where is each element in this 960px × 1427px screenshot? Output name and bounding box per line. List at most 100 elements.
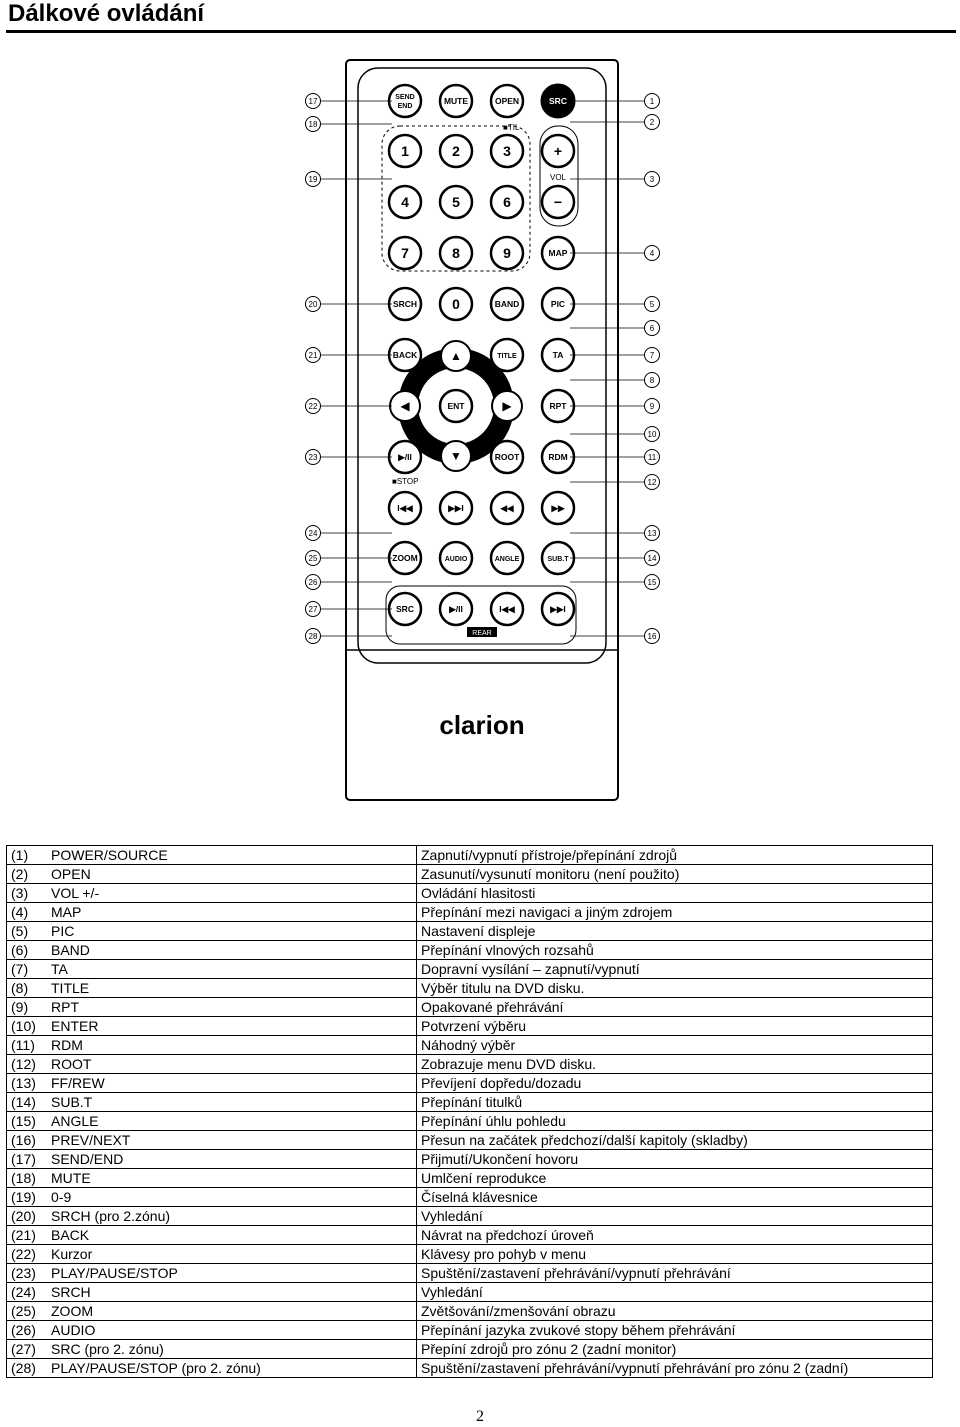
rear-play-pause-button-label: ▶/II — [448, 604, 463, 614]
legend-key: MUTE — [51, 1170, 91, 1186]
callout-25: 25 — [305, 550, 392, 566]
dpad-right-button[interactable]: ▶ — [491, 390, 523, 422]
enter-button[interactable]: ENT — [438, 388, 474, 424]
map-button[interactable]: MAP — [540, 235, 576, 271]
zoom-button-label: ZOOM — [392, 553, 418, 563]
legend-key: SRCH (pro 2.zónu) — [51, 1208, 171, 1224]
mute-button-label: MUTE — [444, 96, 468, 106]
rear-prev-button[interactable]: I◀◀ — [489, 591, 525, 627]
legend-number: (27) — [11, 1341, 36, 1357]
subt-button[interactable]: SUB.T — [540, 540, 576, 576]
legend-key: ROOT — [51, 1056, 92, 1072]
vol-minus-button[interactable]: − — [540, 184, 576, 220]
callout-number: 8 — [650, 376, 655, 385]
legend-key-cell: (4)MAP — [6, 902, 417, 922]
legend-row: (28)PLAY/PAUSE/STOP (pro 2. zónu)Spuštěn… — [6, 1358, 933, 1378]
open-button[interactable]: OPEN — [489, 83, 525, 119]
legend-description: Přijmutí/Ukončení hovoru — [416, 1149, 933, 1169]
dpad-left-button[interactable]: ◀ — [389, 390, 421, 422]
digit-2-button[interactable]: 2 — [438, 133, 474, 169]
digit-8-button[interactable]: 8 — [438, 235, 474, 271]
ff-button[interactable]: ▶▶ — [540, 490, 576, 526]
legend-description: Náhodný výběr — [416, 1035, 933, 1055]
rear-next-button[interactable]: ▶▶I — [540, 591, 576, 627]
dpad-down-button[interactable]: ▼ — [440, 440, 472, 472]
mute-button[interactable]: MUTE — [438, 83, 474, 119]
callout-number: 23 — [309, 453, 318, 462]
rdm-button-label: RDM — [548, 452, 567, 462]
keypad-outline — [381, 125, 531, 272]
vol-plus-button-label: + — [554, 143, 562, 159]
legend-key-cell: (5)PIC — [6, 921, 417, 941]
legend-key: BACK — [51, 1227, 90, 1243]
next-button[interactable]: ▶▶I — [438, 490, 474, 526]
legend-number: (23) — [11, 1265, 36, 1281]
next-button-label: ▶▶I — [447, 503, 463, 513]
legend-key-cell: (14)SUB.T — [6, 1092, 417, 1112]
dpad-up-button-glyph: ▲ — [450, 349, 462, 363]
prev-button[interactable]: I◀◀ — [387, 490, 423, 526]
srch-button[interactable]: SRCH — [387, 286, 423, 322]
zoom-button[interactable]: ZOOM — [387, 540, 423, 576]
dpad-down-button-glyph: ▼ — [450, 449, 462, 463]
pic-button[interactable]: PIC — [540, 286, 576, 322]
rear-src-button[interactable]: SRC — [387, 591, 423, 627]
digit-9-button[interactable]: 9 — [489, 235, 525, 271]
band-button[interactable]: BAND — [489, 286, 525, 322]
legend-key-cell: (8)TITLE — [6, 978, 417, 998]
legend-key-cell: (16)PREV/NEXT — [6, 1130, 417, 1150]
callout-21: 21 — [305, 347, 392, 363]
legend-description: Spuštění/zastavení přehrávání/vypnutí př… — [416, 1263, 933, 1283]
play-pause-button[interactable]: ▶/II — [387, 439, 423, 475]
callout-4: 4 — [570, 245, 660, 261]
digit-4-button-label: 4 — [401, 194, 409, 210]
rdm-button[interactable]: RDM — [540, 439, 576, 475]
title-divider — [6, 30, 956, 33]
legend-description: Vyhledání — [416, 1282, 933, 1302]
vol-plus-button[interactable]: + — [540, 133, 576, 169]
digit-6-button[interactable]: 6 — [489, 184, 525, 220]
digit-0-button[interactable]: 0 — [438, 286, 474, 322]
back-button[interactable]: BACK — [387, 337, 423, 373]
src-button[interactable]: SRC — [540, 83, 576, 119]
legend-description: Nastavení displeje — [416, 921, 933, 941]
digit-1-button[interactable]: 1 — [387, 133, 423, 169]
rew-button[interactable]: ◀◀ — [489, 490, 525, 526]
digit-3-button[interactable]: 3 — [489, 133, 525, 169]
legend-number: (11) — [11, 1037, 35, 1053]
legend-description: Výběr titulu na DVD disku. — [416, 978, 933, 998]
rear-label-bg — [467, 627, 497, 637]
legend-number: (22) — [11, 1246, 36, 1262]
digit-4-button[interactable]: 4 — [387, 184, 423, 220]
title-button[interactable]: TITLE — [489, 337, 525, 373]
page-title: Dálkové ovládání — [8, 0, 205, 27]
rpt-button[interactable]: RPT — [540, 388, 576, 424]
rear-play-pause-button[interactable]: ▶/II — [438, 591, 474, 627]
angle-button[interactable]: ANGLE — [489, 540, 525, 576]
legend-key-cell: (27) SRC (pro 2. zónu) — [6, 1339, 417, 1359]
audio-button[interactable]: AUDIO — [438, 540, 474, 576]
callout-26: 26 — [305, 574, 392, 590]
legend-key-cell: (13)FF/REW — [6, 1073, 417, 1093]
legend-key: VOL +/- — [51, 885, 100, 901]
root-button[interactable]: ROOT — [489, 439, 525, 475]
prev-button-label: I◀◀ — [397, 503, 414, 513]
callout-number: 10 — [648, 430, 657, 439]
digit-7-button[interactable]: 7 — [387, 235, 423, 271]
legend-key: SRC (pro 2. zónu) — [51, 1341, 164, 1357]
legend-description: Zvětšování/zmenšování obrazu — [416, 1301, 933, 1321]
digit-5-button[interactable]: 5 — [438, 184, 474, 220]
callout-number: 12 — [648, 478, 657, 487]
dpad-right-button-glyph: ▶ — [502, 399, 512, 413]
callout-9: 9 — [570, 398, 660, 414]
dpad-up-button[interactable]: ▲ — [440, 340, 472, 372]
legend-number: (5) — [11, 923, 29, 939]
ta-button[interactable]: TA — [540, 337, 576, 373]
rear-src-button-label: SRC — [396, 604, 414, 614]
